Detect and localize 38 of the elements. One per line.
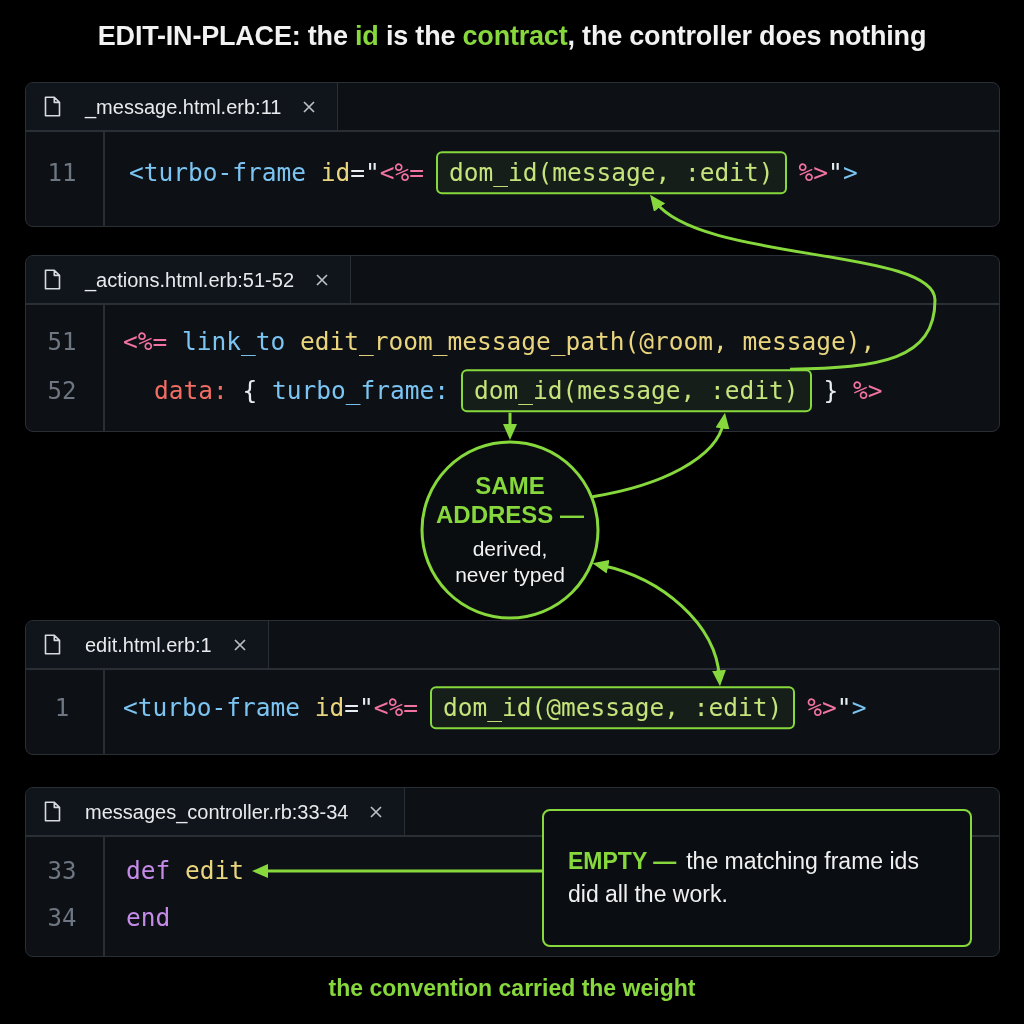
code-panel xyxy=(25,82,1000,227)
arrow xyxy=(252,864,542,878)
code-text: def edit xyxy=(126,856,245,886)
line-number: 33 xyxy=(47,856,77,886)
arrow xyxy=(503,412,517,440)
code-panel xyxy=(25,787,1000,957)
code-panel xyxy=(25,255,1000,432)
code-text: <turbo-frame id="<%= xyxy=(129,158,425,188)
line-number: 1 xyxy=(54,693,70,723)
code-text: <%= link_to edit_room_message_path(@room, message), xyxy=(123,327,876,357)
file-name: messages_controller.rb:33-34 xyxy=(85,799,349,824)
line-number: 51 xyxy=(47,327,77,357)
code-text: %>"> xyxy=(807,693,867,723)
line-number: 11 xyxy=(47,158,77,188)
arrow xyxy=(592,412,729,499)
highlighted-code: dom_id(message, :edit) xyxy=(461,369,812,413)
line-number: 52 xyxy=(47,376,77,406)
highlighted-code: dom_id(@message, :edit) xyxy=(430,686,796,730)
highlighted-code: dom_id(message, :edit) xyxy=(436,151,787,195)
arrow xyxy=(648,195,937,371)
callout-text: EMPTY — the matching frame ids did all the work. xyxy=(568,846,920,909)
callout-box xyxy=(542,809,972,947)
circle-heading: SAME ADDRESS — xyxy=(435,471,585,530)
title: EDIT-IN-PLACE: the id is the contract, the controller does nothing xyxy=(97,20,927,53)
caption: the convention carried the weight xyxy=(328,975,696,1003)
circle-text: derived, never typed xyxy=(454,535,566,588)
code-text: <turbo-frame id="<%= xyxy=(123,693,419,723)
file-name: _message.html.erb:11 xyxy=(85,94,282,119)
double-arrow xyxy=(592,560,726,687)
file-name: edit.html.erb:1 xyxy=(85,632,212,657)
code-text: %>"> xyxy=(798,158,858,188)
code-text: data: { turbo_frame: xyxy=(154,376,450,406)
code-text: end xyxy=(126,903,171,933)
file-name: _actions.html.erb:51-52 xyxy=(85,267,294,292)
address-circle xyxy=(420,440,600,620)
code-text: } %> xyxy=(823,376,883,406)
code-panel xyxy=(25,620,1000,755)
line-number: 34 xyxy=(47,903,77,933)
